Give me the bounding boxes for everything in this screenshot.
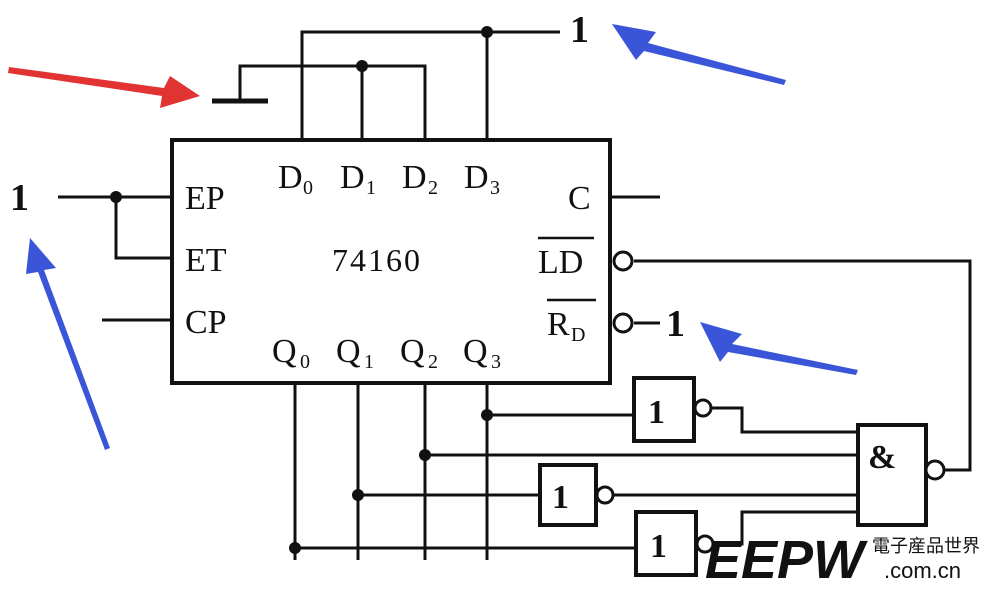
watermark-chinese: 電子産品世界: [872, 536, 980, 556]
pin-label-q2: Q: [400, 333, 425, 370]
blue-arrow-right: [700, 322, 858, 375]
junction-dot: [356, 60, 368, 72]
right-pin-wires: [610, 195, 972, 472]
junction-dot: [419, 449, 431, 461]
watermark-logo: EEPW: [705, 530, 868, 589]
annotation-arrows: [8, 24, 858, 450]
pin-sub-q3: 3: [491, 351, 501, 373]
and-gate-symbol: &: [868, 439, 896, 476]
watermark: EEPW 電子産品世界 .com.cn: [705, 530, 980, 589]
pin-label-d2: D: [402, 159, 427, 196]
junction-dot: [481, 409, 493, 421]
pin-label-q1: Q: [336, 333, 361, 370]
left-input-wires: [58, 195, 172, 322]
red-arrow: [8, 67, 200, 108]
data-input-wires: [212, 30, 560, 140]
not-gate-3: [634, 510, 715, 577]
pin-label-c: C: [568, 180, 591, 217]
pin-label-d0: D: [278, 159, 303, 196]
pin-label-rd: R: [547, 306, 570, 343]
pin-label-q0: Q: [272, 333, 297, 370]
junction-dot: [352, 489, 364, 501]
not-to-and-wires: [613, 406, 858, 546]
pin-sub-rd: D: [571, 324, 585, 346]
ld-inversion-bubble: [612, 250, 634, 272]
not-gate-1: [632, 376, 713, 443]
not-gate-3-symbol: 1: [650, 528, 667, 565]
pin-sub-d0: 0: [303, 177, 313, 199]
pin-label-ep: EP: [185, 180, 225, 217]
pin-label-q3: Q: [463, 333, 488, 370]
blue-arrow-top: [612, 24, 786, 85]
d-input-labels: D 0 D 1 D 2 D 3: [278, 159, 500, 199]
watermark-url: .com.cn: [884, 558, 961, 583]
pin-label-et: ET: [185, 242, 227, 279]
pin-sub-d1: 1: [366, 177, 376, 199]
q-output-labels: Q 0 Q 1 Q 2 Q 3: [272, 333, 501, 373]
not-gate-2-symbol: 1: [552, 479, 569, 516]
pin-label-d1: D: [340, 159, 365, 196]
not-gate-2: [538, 463, 615, 527]
chip-name: 74160: [332, 242, 422, 278]
pin-sub-q2: 2: [428, 351, 438, 373]
pin-sub-q0: 0: [300, 351, 310, 373]
chip-74160-box: [170, 138, 612, 385]
blue-arrow-left: [26, 238, 110, 450]
pin-sub-q1: 1: [364, 351, 374, 373]
pin-label-ld: LD: [538, 244, 583, 281]
const-reset-high: 1: [666, 303, 685, 345]
rd-inversion-bubble: [612, 312, 634, 334]
junction-dot: [110, 191, 122, 203]
pin-label-d3: D: [464, 159, 489, 196]
junction-dot: [481, 26, 493, 38]
pin-sub-d2: 2: [428, 177, 438, 199]
pin-sub-d3: 3: [490, 177, 500, 199]
const-left-high: 1: [10, 177, 29, 219]
pin-label-cp: CP: [185, 304, 227, 341]
not-gate-1-symbol: 1: [648, 394, 665, 431]
const-top-high: 1: [570, 9, 589, 51]
and-gate: [856, 423, 946, 527]
junction-dot: [289, 542, 301, 554]
